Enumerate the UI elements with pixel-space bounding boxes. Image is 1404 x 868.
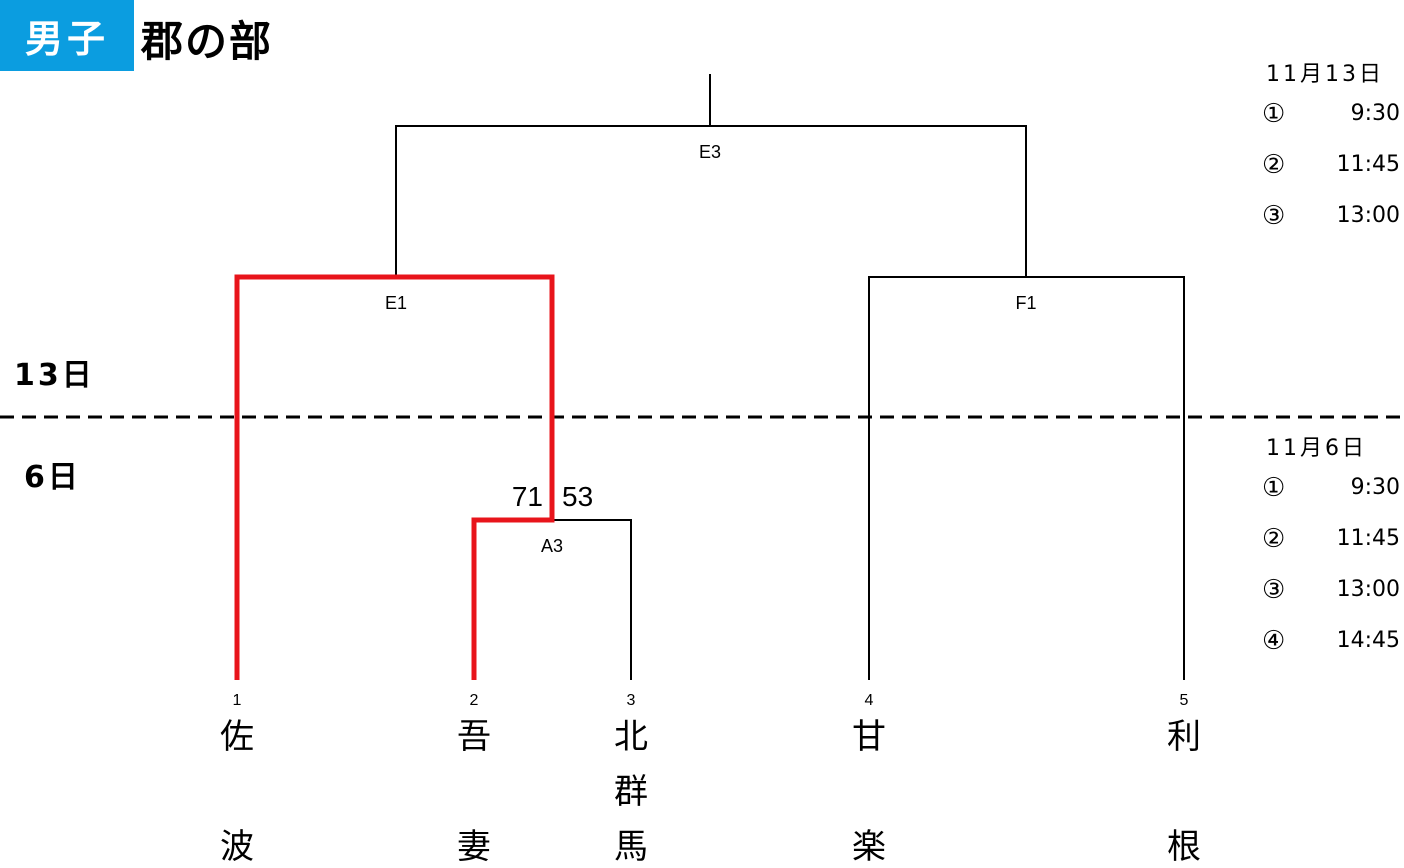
winner-path-team-2	[396, 274, 555, 680]
category-tag: 男子	[0, 0, 134, 71]
team-name-char: 北	[614, 717, 648, 757]
team-name-char: 佐	[220, 717, 254, 757]
team-name-char: 根	[1167, 827, 1201, 867]
winner-path-team-1	[234, 274, 396, 680]
final-bracket-line	[395, 125, 1027, 277]
match-label-semi-right: F1	[1015, 293, 1036, 313]
a3-bracket-line	[552, 519, 632, 680]
seed-number-2: 2	[470, 692, 479, 709]
score-winner: 71	[512, 481, 543, 512]
schedule-date: 11月6日	[1266, 436, 1367, 461]
team-name-char: 吾	[457, 717, 491, 757]
f1-bracket-line	[868, 276, 1185, 680]
team-name-char: 楽	[852, 827, 886, 867]
seed-number-3: 3	[627, 692, 636, 709]
team-name-char: 利	[1167, 717, 1201, 757]
score-loser: 53	[562, 481, 593, 512]
team-name-char: 妻	[457, 827, 491, 867]
team-name-char: 波	[220, 827, 254, 867]
seed-number-5: 5	[1180, 692, 1189, 709]
seed-number-4: 4	[865, 692, 874, 709]
team-name-char: 馬	[614, 827, 648, 867]
page-title: 郡の部	[141, 17, 274, 66]
day-label-13: 13日	[14, 358, 95, 393]
match-label-final: E3	[699, 142, 721, 162]
match-label-semi-left: E1	[385, 293, 407, 313]
seed-number-1: 1	[233, 692, 242, 709]
day-label-6: 6日	[24, 460, 81, 495]
team-name-char: 群	[614, 772, 648, 812]
match-label-first-round: A3	[541, 536, 563, 556]
team-name-char: 甘	[852, 717, 886, 757]
schedule-date: 11月13日	[1266, 62, 1384, 87]
